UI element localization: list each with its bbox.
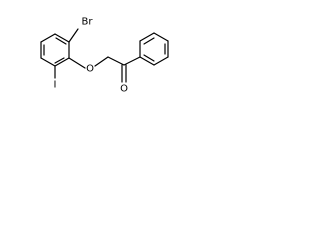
ether-oxygen-label: O [86, 64, 94, 75]
right-benzene-ring [139, 32, 169, 66]
carbonyl-oxygen-label: O [120, 84, 128, 95]
ring-bond [153, 56, 169, 66]
ring-double-bond [143, 37, 155, 45]
iodine-atom-label: I [54, 80, 57, 91]
ring-double-bond [54, 57, 65, 64]
ring-double-bond [55, 37, 67, 45]
c-o-ether-bond [68, 57, 86, 69]
bromine-atom-label: Br [82, 17, 94, 28]
o-ch2-bond [94, 56, 109, 67]
ch2-carbonyl-bond [107, 56, 125, 66]
ring-bond [40, 33, 56, 43]
c-br-bond [68, 28, 79, 43]
ring-bond [139, 32, 155, 42]
ring-double-bond [143, 54, 155, 62]
chemical-structure-diagram: Br I O O [40, 17, 169, 95]
ring-bond [54, 33, 70, 43]
ring-bond [54, 57, 70, 67]
ring-bond [139, 56, 155, 66]
left-benzene-ring [40, 33, 70, 67]
ring-bond [153, 32, 169, 42]
carbonyl-phenyl-bond [123, 56, 141, 66]
ring-bond [40, 57, 56, 67]
